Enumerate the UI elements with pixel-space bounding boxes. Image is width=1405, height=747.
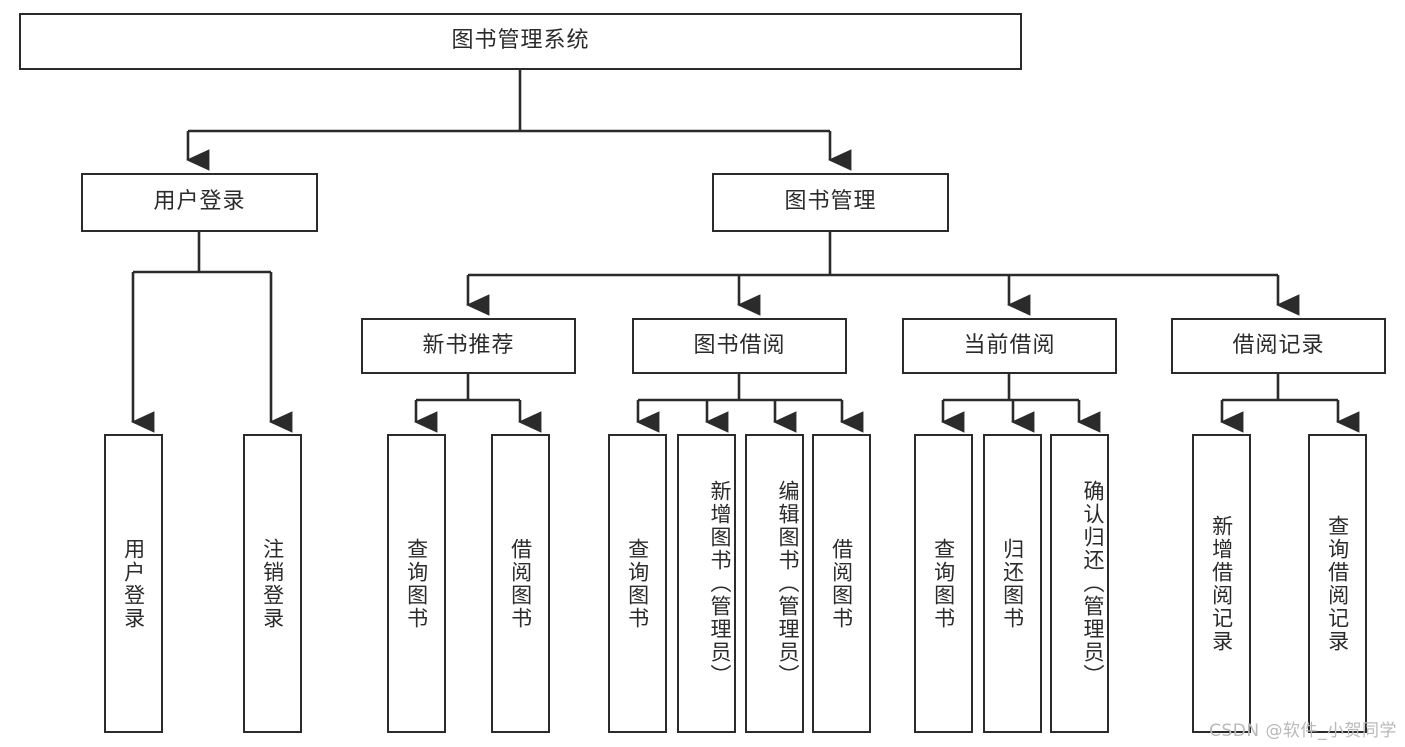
node-book-management-system[interactable]: 图书管理系统 (19, 13, 1022, 70)
node-label: 查询图书 (625, 537, 650, 630)
node-label: 借阅记录 (1232, 332, 1325, 358)
node-new-book-recommend[interactable]: 新书推荐 (361, 318, 576, 374)
node-book-borrow[interactable]: 图书借阅 (632, 318, 847, 374)
node-label: 图书管理系统 (451, 28, 590, 54)
node-leaf-query-book-borrow[interactable]: 查询图书 (608, 434, 667, 733)
node-leaf-borrow-book-recommend[interactable]: 借阅图书 (491, 434, 550, 733)
node-leaf-query-borrow-record[interactable]: 查询借阅记录 (1308, 434, 1367, 733)
node-label: 注销登录 (260, 537, 285, 630)
node-label: 借阅图书 (508, 537, 533, 630)
node-leaf-logout-login[interactable]: 注销登录 (243, 434, 302, 733)
node-book-management[interactable]: 图书管理 (712, 173, 949, 232)
node-label: 查询图书 (404, 537, 429, 630)
node-label: 用户登录 (121, 537, 146, 630)
node-label: 查询图书 (931, 537, 956, 630)
node-leaf-confirm-return-admin[interactable]: 确认归还（管理员） (1050, 434, 1109, 733)
csdn-watermark: CSDN @软件_小贺同学 (1209, 721, 1397, 741)
node-label: 用户登录 (153, 189, 246, 215)
node-label: 归还图书 (1000, 537, 1025, 630)
node-label: 借阅图书 (829, 537, 854, 630)
node-leaf-edit-book-admin[interactable]: 编辑图书（管理员） (745, 434, 804, 733)
node-current-borrow[interactable]: 当前借阅 (902, 318, 1117, 374)
node-user-login[interactable]: 用户登录 (81, 173, 318, 232)
node-label: 当前借阅 (963, 332, 1056, 358)
node-leaf-return-book[interactable]: 归还图书 (983, 434, 1042, 733)
node-label: 新书推荐 (422, 332, 515, 358)
node-leaf-query-book-current[interactable]: 查询图书 (914, 434, 973, 733)
node-label: 新增借阅记录 (1209, 514, 1234, 653)
node-leaf-add-borrow-record[interactable]: 新增借阅记录 (1192, 434, 1251, 733)
node-leaf-user-login[interactable]: 用户登录 (104, 434, 163, 733)
node-leaf-borrow-book-borrow[interactable]: 借阅图书 (812, 434, 871, 733)
node-label: 编辑图书（管理员） (776, 480, 800, 687)
node-label: 图书借阅 (693, 332, 786, 358)
node-label: 新增图书（管理员） (708, 480, 732, 687)
node-leaf-query-book-recommend[interactable]: 查询图书 (387, 434, 446, 733)
node-leaf-add-book-admin[interactable]: 新增图书（管理员） (677, 434, 736, 733)
node-label: 图书管理 (784, 189, 877, 215)
node-label: 确认归还（管理员） (1081, 480, 1105, 687)
node-borrow-record[interactable]: 借阅记录 (1171, 318, 1386, 374)
node-label: 查询借阅记录 (1325, 514, 1350, 653)
